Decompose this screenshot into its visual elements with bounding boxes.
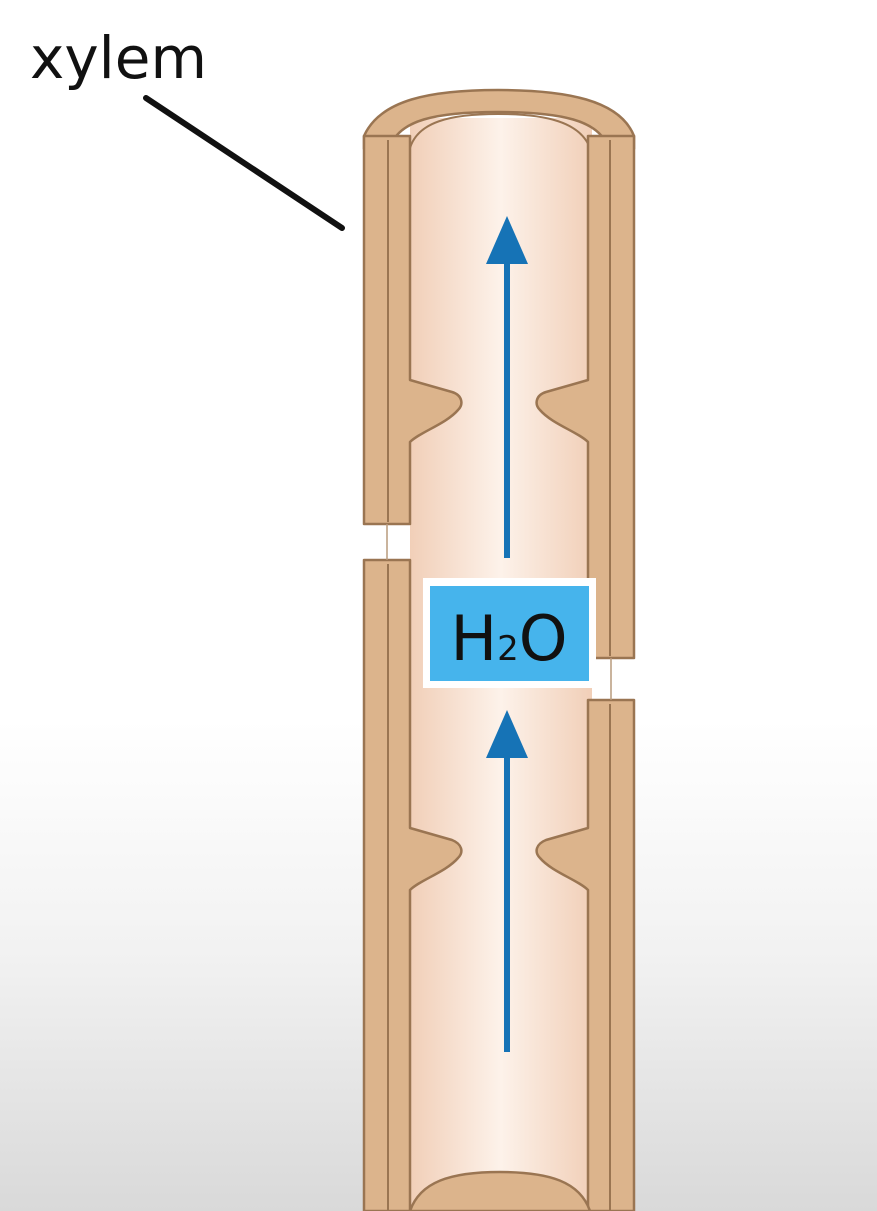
h2o-label: H2O — [450, 602, 567, 675]
water-flow-arrow-lower-head — [486, 710, 528, 758]
xylem-leader-line — [143, 95, 345, 231]
water-flow-arrow-upper-head — [486, 216, 528, 264]
h2o-subscript: 2 — [497, 629, 519, 669]
xylem-label: xylem — [30, 24, 207, 92]
h2o-main: H — [450, 602, 497, 675]
vessel-top-inner-edge — [409, 112, 591, 149]
h2o-box — [430, 586, 589, 681]
vessel-bottom-rim — [408, 1170, 592, 1211]
h2o-suffix: O — [519, 602, 568, 675]
